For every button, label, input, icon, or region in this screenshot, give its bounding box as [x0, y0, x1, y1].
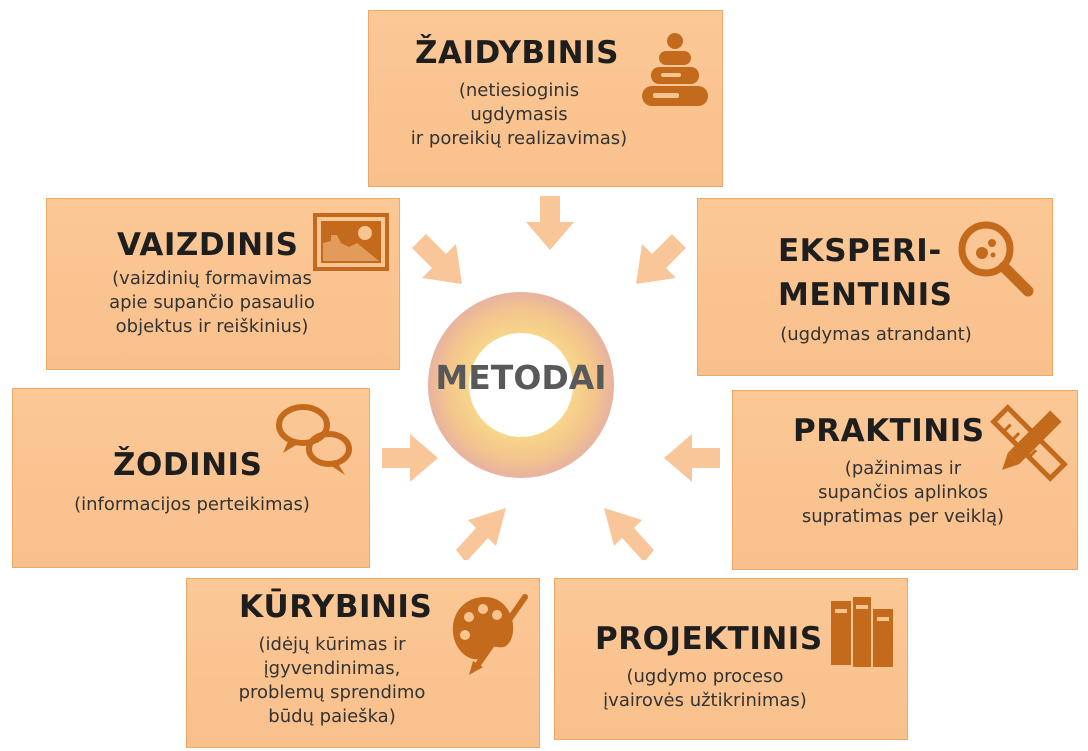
arrow-from-top	[526, 196, 574, 250]
method-description-praktinis: (pažinimas ir supančios aplinkos suprati…	[801, 458, 1005, 527]
palette-icon	[452, 594, 528, 675]
method-box-vaizdinis: VAIZDINIS (vaizdinių formavimas apie sup…	[46, 198, 400, 370]
method-box-projektinis: PROJEKTINIS (ugdymo proceso įvairovės už…	[554, 578, 908, 740]
method-description-zaidybinis: (netiesioginis ugdymasis ir poreikių rea…	[410, 80, 628, 149]
method-title-praktinis: PRAKTINIS	[793, 413, 985, 449]
method-description-kurybinis: (idėjų kūrimas ir įgyvendinimas, problem…	[238, 634, 426, 727]
method-description-projektinis: (ugdymo proceso įvairovės užtikrinimas)	[603, 666, 807, 711]
method-title-vaizdinis: VAIZDINIS	[117, 227, 299, 263]
arrow-from-top-right	[636, 234, 686, 284]
method-box-eksperimentinis: EKSPERI- MENTINIS (ugdymas atrandant)	[697, 198, 1053, 376]
method-title-eksperimentinis-line2: MENTINIS	[778, 277, 953, 313]
stacking-rings-icon	[642, 33, 708, 106]
method-title-zaidybinis: ŽAIDYBINIS	[415, 35, 619, 71]
magnifier-icon	[958, 221, 1034, 297]
method-box-praktinis: PRAKTINIS (pažinimas ir supančios aplink…	[732, 390, 1078, 570]
arrow-from-top-left	[412, 234, 462, 284]
method-box-zodinis: ŽODINIS (informacijos perteikimas)	[12, 388, 370, 568]
speech-bubbles-icon	[276, 404, 352, 475]
method-title-kurybinis: KŪRYBINIS	[239, 589, 433, 625]
center-label: METODAI	[435, 358, 607, 397]
method-description-eksperimentinis: (ugdymas atrandant)	[780, 324, 972, 345]
method-description-zodinis: (informacijos perteikimas)	[74, 494, 310, 515]
ruler-pencil-icon	[990, 404, 1068, 482]
method-title-projektinis: PROJEKTINIS	[595, 621, 823, 657]
arrow-from-right	[664, 434, 720, 482]
books-icon	[831, 597, 893, 667]
method-box-kurybinis: KŪRYBINIS (idėjų kūrimas ir įgyvendinima…	[186, 578, 540, 748]
center-ring	[428, 292, 614, 478]
method-box-zaidybinis: ŽAIDYBINIS (netiesioginis ugdymasis ir p…	[368, 10, 723, 187]
picture-icon	[313, 213, 389, 271]
method-title-eksperimentinis-line1: EKSPERI-	[778, 233, 942, 269]
arrow-from-bottom-right	[604, 508, 654, 560]
method-description-vaizdinis: (vaizdinių formavimas apie supančio pasa…	[109, 268, 315, 337]
arrow-from-bottom-left	[456, 508, 506, 560]
method-title-zodinis: ŽODINIS	[113, 447, 263, 483]
arrow-from-left	[382, 434, 438, 482]
